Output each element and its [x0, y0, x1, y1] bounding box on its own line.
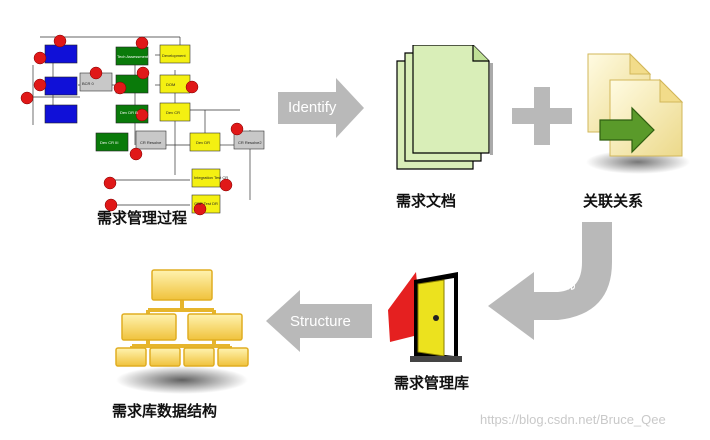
flow-label-devcr3: Dev CR III	[100, 140, 119, 145]
scope-arrow-label: Scope	[563, 248, 580, 291]
flow-label-crres: CR Resolve	[140, 140, 162, 145]
door-repository-icon	[388, 272, 462, 362]
identify-arrow	[278, 78, 364, 138]
structure-arrow	[266, 290, 372, 352]
structure-arrow-label: Structure	[290, 313, 351, 330]
caption-process: 需求管理过程	[97, 209, 188, 227]
identify-arrow-label: Identify	[288, 99, 337, 116]
flow-label-dom: DOM	[166, 82, 176, 87]
flow-label-devdrb: Dev DR B	[120, 110, 138, 115]
caption-relation: 关联关系	[583, 192, 644, 210]
plus-icon	[512, 87, 572, 145]
flow-label-integ: Integration Test CR	[194, 175, 229, 180]
document-stack-icon	[396, 45, 493, 170]
data-structure-tree-icon	[115, 269, 249, 394]
caption-doc: 需求文档	[396, 192, 457, 210]
flow-label-dev: Development	[162, 53, 186, 58]
flow-label-devdr: Dev DR	[196, 140, 211, 145]
flow-label-gdp: GDP Test DR	[194, 201, 218, 206]
watermark: https://blog.csdn.net/Bruce_Qee	[480, 412, 666, 427]
scope-arrow	[488, 222, 612, 340]
flow-label-tech: Tech Assessment	[117, 54, 149, 59]
flow-label-bcr: BCR 0	[82, 81, 94, 86]
caption-repo: 需求管理库	[394, 374, 470, 392]
process-flowchart	[20, 34, 265, 216]
flow-label-devcr: Dev CR	[166, 110, 181, 115]
linked-files-icon	[586, 52, 690, 174]
caption-structure: 需求库数据结构	[112, 402, 218, 420]
flow-label-crres2: CR Resolve2	[238, 140, 262, 145]
